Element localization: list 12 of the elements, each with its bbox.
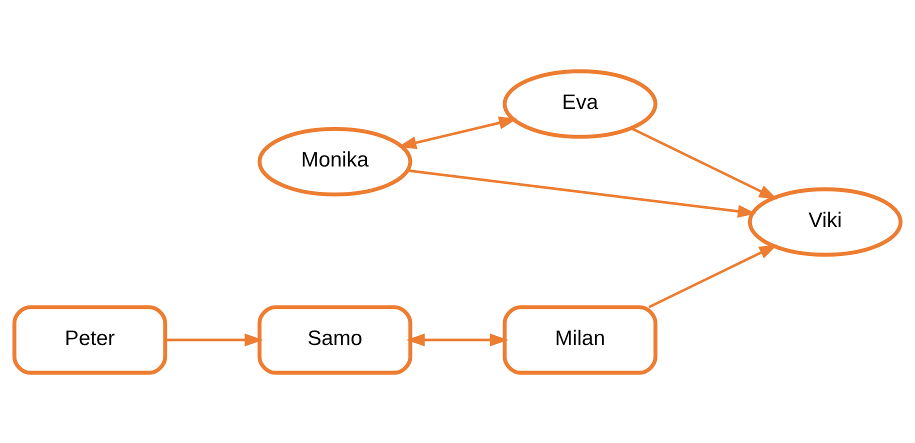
arrow [630,126,778,199]
node-box: Peter [12,304,168,374]
node-box: Samo [258,304,412,374]
node-box: Milan [502,304,658,374]
node-ellipse: Viki [748,186,903,256]
node-ellipse: Monika [258,126,412,196]
arrow [165,333,264,346]
arrow [406,333,508,346]
arrow [408,168,756,218]
node-ellipse: Eva [502,68,658,138]
arrow [398,116,518,148]
arrow [648,244,778,308]
